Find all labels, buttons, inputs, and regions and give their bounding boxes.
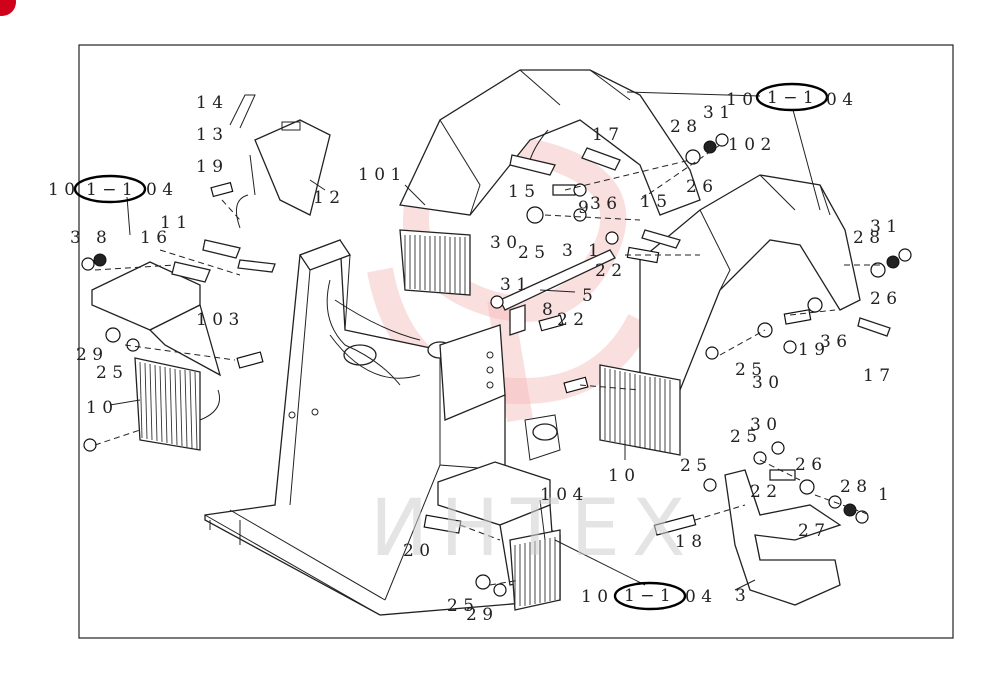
part-labels: 1 4 1 3 1 2 1 9 1 0 1 1 7 1 5 9 3 6 1 5 … [48, 88, 897, 625]
label-1004-bottom-tail: 0 4 [685, 587, 712, 607]
arrow-mudflap-left [199, 389, 220, 421]
label-1004-top: 1 0 [726, 90, 753, 110]
assembly-lines [94, 144, 880, 586]
main-frame [204, 239, 561, 616]
label-12: 1 2 [313, 188, 340, 208]
label-30-c: 3 0 [750, 415, 777, 435]
label-25-a: 2 5 [518, 243, 545, 263]
label-28-a: 2 8 [670, 117, 697, 137]
label-11: 1 1 [160, 213, 187, 233]
label-103-left: 1 0 3 [196, 310, 239, 330]
label-31-c: 3 1 [870, 217, 897, 237]
label-22-b: 2 2 [557, 310, 584, 330]
label-3: 3 [562, 241, 573, 261]
label-16: 1 6 [140, 228, 167, 248]
label-31-d: 1 [878, 485, 889, 505]
label-17-top: 1 7 [592, 125, 619, 145]
fender-102 [599, 174, 861, 456]
strap-13 [249, 154, 256, 196]
label-28-c: 2 8 [853, 228, 880, 248]
label-36-a: 3 6 [590, 194, 617, 214]
label-14: 1 4 [196, 93, 223, 113]
strap-14 [229, 94, 256, 129]
arrow-plate-top [529, 129, 549, 161]
step-103-left [91, 261, 222, 451]
label-15-b: 1 5 [640, 192, 667, 212]
label-1004-bottom: 1 0 [581, 587, 608, 607]
label-36-b: 3 6 [820, 332, 847, 352]
leader-lines [109, 91, 821, 591]
warning-plates [171, 147, 891, 337]
label-25-b: 2 5 [96, 363, 123, 383]
label-22-a: 2 2 [595, 261, 622, 281]
label-10-b: 1 0 [608, 466, 635, 486]
callout-text-bottom: 1 − 1 [624, 586, 671, 606]
watermark-text: ИНТЕХ [370, 484, 697, 574]
label-1004-left: 1 0 [48, 180, 75, 200]
label-22-c: 2 2 [750, 482, 777, 502]
label-101: 1 0 1 [358, 165, 401, 185]
label-15-a: 1 5 [508, 182, 535, 202]
callout-text-top: 1 − 1 [767, 88, 814, 108]
label-26-a: 2 6 [686, 177, 713, 197]
callout-oval-left [73, 174, 147, 204]
step-104-bottom [437, 461, 561, 611]
label-1004-top-tail: 0 4 [826, 90, 853, 110]
label-5: 5 [582, 286, 593, 306]
label-26-c: 2 6 [795, 455, 822, 475]
label-2-left: 8 [96, 228, 107, 248]
label-30-a: 3 0 [490, 233, 517, 253]
callout-oval-top-right [755, 82, 829, 112]
fender-101 [399, 69, 701, 296]
label-27: 2 7 [798, 521, 825, 541]
callout-oval-bottom [613, 581, 687, 611]
label-25-d: 2 5 [730, 427, 757, 447]
label-29-a: 2 9 [76, 345, 103, 365]
label-19: 1 9 [196, 157, 223, 177]
label-31-a: 3 1 [703, 103, 730, 123]
corner-badge [0, 0, 16, 16]
label-17-b: 1 7 [863, 366, 890, 386]
diagram-frame [78, 44, 954, 639]
fasteners [81, 133, 912, 597]
label-8-b: 8 [542, 300, 553, 320]
label-102: 1 0 2 [728, 135, 771, 155]
label-31-b: 3 1 [500, 275, 527, 295]
label-9-a: 9 [578, 198, 589, 218]
label-104: 1 0 4 [540, 485, 583, 505]
label-30-b: 3 0 [752, 373, 779, 393]
label-1: 1 [588, 241, 599, 261]
label-3-bottom: 3 [735, 586, 746, 606]
container-12 [254, 119, 331, 216]
label-10-a: 1 0 [86, 398, 113, 418]
label-1004-left-tail: 0 4 [146, 180, 173, 200]
label-25-e: 2 5 [680, 456, 707, 476]
label-19-b: 1 9 [798, 340, 825, 360]
callout-text-left: 1 − 1 [86, 180, 133, 200]
bar-5 [499, 249, 616, 336]
arrow-container [235, 194, 249, 229]
label-18: 1 8 [675, 532, 702, 552]
label-28-d: 2 8 [840, 477, 867, 497]
step-103-right [724, 469, 842, 606]
label-20: 2 0 [403, 541, 430, 561]
label-3-left: 3 [70, 228, 81, 248]
label-25-f: 2 5 [447, 596, 474, 616]
label-29-b: 2 9 [466, 605, 493, 625]
label-13: 1 3 [196, 125, 223, 145]
label-26-b: 2 6 [870, 289, 897, 309]
label-25-c: 2 5 [735, 360, 762, 380]
